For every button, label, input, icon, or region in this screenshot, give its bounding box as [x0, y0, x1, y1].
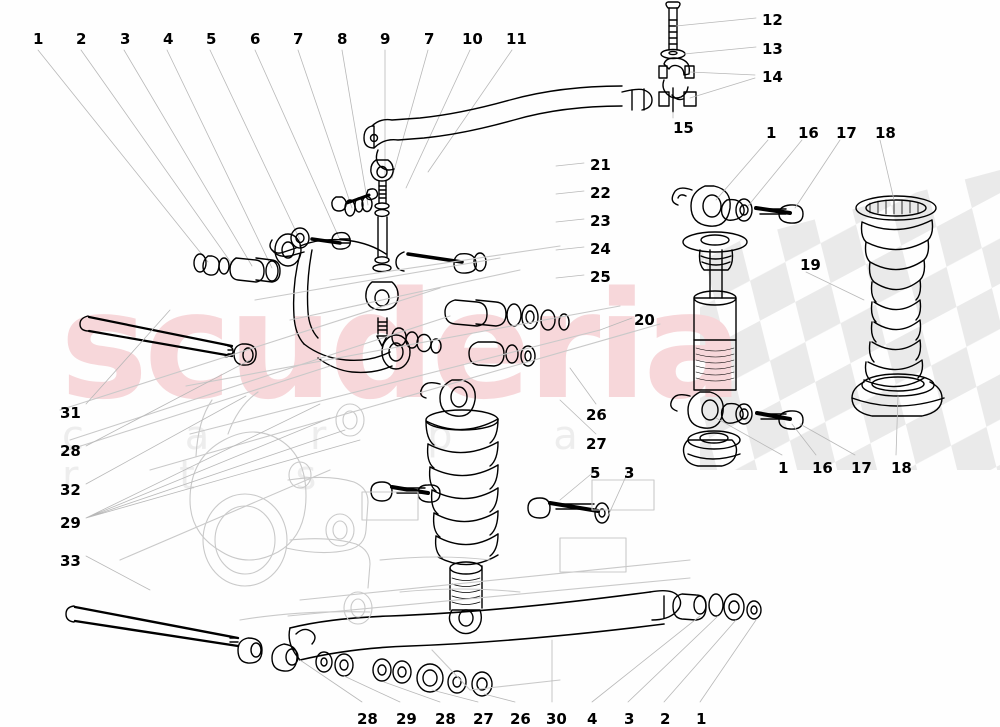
callout-top-6[interactable]: 6 — [250, 30, 261, 48]
callout-15[interactable]: 15 — [673, 119, 694, 137]
callout-30[interactable]: 30 — [546, 710, 567, 727]
callout-27[interactable]: 27 — [586, 435, 607, 453]
callout-top-12[interactable]: 11 — [506, 30, 527, 48]
callout-top-7[interactable]: 7 — [293, 30, 304, 48]
callout-bottom-28b[interactable]: 28 — [435, 710, 456, 727]
callout-right-upper-17[interactable]: 17 — [836, 124, 857, 142]
callout-14[interactable]: 14 — [762, 68, 783, 86]
callout-bottom-4[interactable]: 4 — [587, 710, 598, 727]
callout-top-3[interactable]: 3 — [120, 30, 131, 48]
callout-right-upper-16[interactable]: 16 — [798, 124, 819, 142]
scuderia-watermark: scuderia — [60, 260, 743, 432]
callout-23[interactable]: 23 — [590, 212, 611, 230]
callout-32[interactable]: 32 — [60, 481, 81, 499]
callout-right-lower-16[interactable]: 16 — [812, 459, 833, 477]
callout-top-2[interactable]: 2 — [76, 30, 87, 48]
callout-right-upper-18[interactable]: 18 — [875, 124, 896, 142]
callout-13[interactable]: 13 — [762, 40, 783, 58]
callout-mid-5[interactable]: 5 — [590, 464, 601, 482]
callout-33[interactable]: 33 — [60, 552, 81, 570]
callout-left-28[interactable]: 28 — [60, 442, 81, 460]
callout-26[interactable]: 26 — [586, 406, 607, 424]
callout-bottom-27[interactable]: 27 — [473, 710, 494, 727]
callout-top-5[interactable]: 5 — [206, 30, 217, 48]
callout-bottom-26[interactable]: 26 — [510, 710, 531, 727]
callout-bottom-3[interactable]: 3 — [624, 710, 635, 727]
callout-bottom-29[interactable]: 29 — [396, 710, 417, 727]
callout-top-4[interactable]: 4 — [163, 30, 174, 48]
callout-24[interactable]: 24 — [590, 240, 611, 258]
callout-top-9[interactable]: 9 — [380, 30, 391, 48]
callout-bottom-2[interactable]: 2 — [660, 710, 671, 727]
callout-20[interactable]: 20 — [634, 311, 655, 329]
callout-top-10[interactable]: 7 — [424, 30, 435, 48]
carparts-watermark: c a r p a r t s — [62, 413, 622, 499]
callout-12[interactable]: 12 — [762, 11, 783, 29]
callout-right-lower-1[interactable]: 1 — [778, 459, 789, 477]
callout-right-lower-18[interactable]: 18 — [891, 459, 912, 477]
callout-22[interactable]: 22 — [590, 184, 611, 202]
callout-31[interactable]: 31 — [60, 404, 81, 422]
callout-mid-3[interactable]: 3 — [624, 464, 635, 482]
callout-21[interactable]: 21 — [590, 156, 611, 174]
callout-right-upper-1[interactable]: 1 — [766, 124, 777, 142]
callout-bottom-28a[interactable]: 28 — [357, 710, 378, 727]
callout-top-1[interactable]: 1 — [33, 30, 44, 48]
callout-19[interactable]: 19 — [800, 256, 821, 274]
callout-left-29[interactable]: 29 — [60, 514, 81, 532]
callout-25[interactable]: 25 — [590, 268, 611, 286]
callout-top-8[interactable]: 8 — [337, 30, 348, 48]
callout-bottom-1[interactable]: 1 — [696, 710, 707, 727]
callout-top-11[interactable]: 10 — [462, 30, 483, 48]
callout-right-lower-17[interactable]: 17 — [851, 459, 872, 477]
